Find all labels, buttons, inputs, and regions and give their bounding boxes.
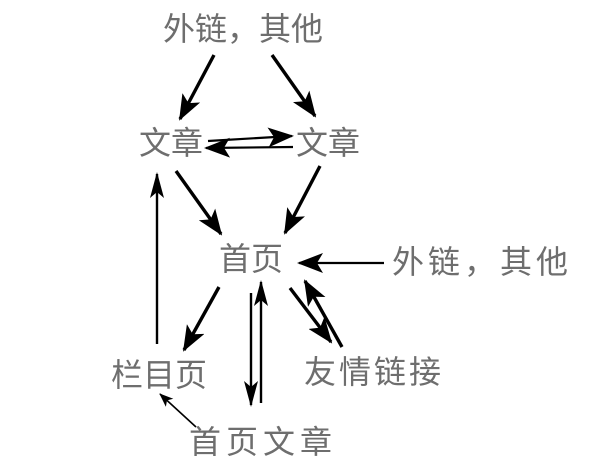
arrow-homepage-to-friendly-links — [288, 286, 333, 344]
arrow-outlink-top-to-article-right — [270, 54, 317, 118]
arrow-homepage-to-column-page — [182, 286, 221, 352]
node-column-page: 栏目页 — [111, 356, 208, 394]
node-homepage-articles: 首页文章 — [189, 423, 338, 461]
node-friendly-links: 友情链接 — [304, 353, 445, 391]
arrow-article-left-to-article-right — [207, 127, 294, 148]
node-article-right: 文章 — [296, 124, 361, 162]
node-outlink-top: 外链，其他 — [163, 10, 324, 48]
node-homepage: 首页 — [219, 240, 284, 278]
arrow-article-left-to-homepage — [174, 170, 223, 236]
arrow-homepage-articles-to-column-page — [159, 393, 197, 428]
arrow-outlink-top-to-article-left — [178, 54, 216, 121]
node-article-left: 文章 — [139, 124, 204, 162]
arrow-article-right-to-homepage — [283, 165, 322, 235]
arrow-friendly-links-to-homepage — [303, 279, 344, 348]
node-outlink-right: 外链，其他 — [392, 243, 573, 281]
arrow-article-right-to-article-left — [204, 137, 294, 158]
